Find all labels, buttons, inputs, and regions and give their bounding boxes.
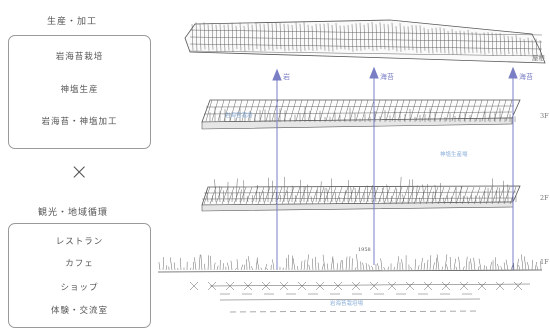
tourism-box: レストラン カフェ ショップ 体験・交流室 — [8, 223, 151, 328]
floor-label-roof: 屋根 — [532, 53, 546, 62]
exploded-floor-diagram: 岩 海苔 海苔 屋根 3F 2F 1F 岩海苔栽培 神塩生産場 岩海苔栽培場 1… — [150, 0, 550, 335]
tourism-item-cafe: カフェ — [9, 257, 150, 269]
production-item-processing: 岩海苔・神塩加工 — [9, 115, 150, 127]
tourism-heading: 観光・地域循環 — [38, 205, 108, 218]
floor-2f-layer — [202, 177, 520, 211]
ground-note: 1958 — [358, 247, 371, 253]
production-item-salt-production: 神塩生産 — [9, 83, 150, 95]
arrow-label-3: 海苔 — [519, 72, 533, 81]
floor-note-3f: 岩海苔栽培 — [225, 111, 253, 119]
tourism-item-shop: ショップ — [9, 281, 150, 293]
production-item-nori-cultivation: 岩海苔栽培 — [9, 50, 150, 62]
floor-label-3f: 3F — [540, 112, 549, 120]
roof-layer — [185, 20, 545, 63]
floor-note-2f: 神塩生産場 — [440, 150, 468, 158]
tourism-item-exchange-room: 体験・交流室 — [9, 304, 150, 316]
production-heading: 生産・加工 — [47, 14, 97, 27]
floor-note-1f: 岩海苔栽培場 — [330, 299, 364, 307]
production-box: 岩海苔栽培 神塩生産 岩海苔・神塩加工 — [8, 35, 151, 149]
floor-label-2f: 2F — [540, 194, 549, 202]
arrow-label-1: 岩 — [283, 72, 290, 81]
tourism-item-restaurant: レストラン — [9, 235, 150, 247]
floor-label-1f: 1F — [540, 258, 549, 266]
arrow-label-2: 海苔 — [380, 72, 394, 81]
cross-symbol: × — [70, 160, 88, 185]
flow-arrows — [273, 68, 517, 270]
